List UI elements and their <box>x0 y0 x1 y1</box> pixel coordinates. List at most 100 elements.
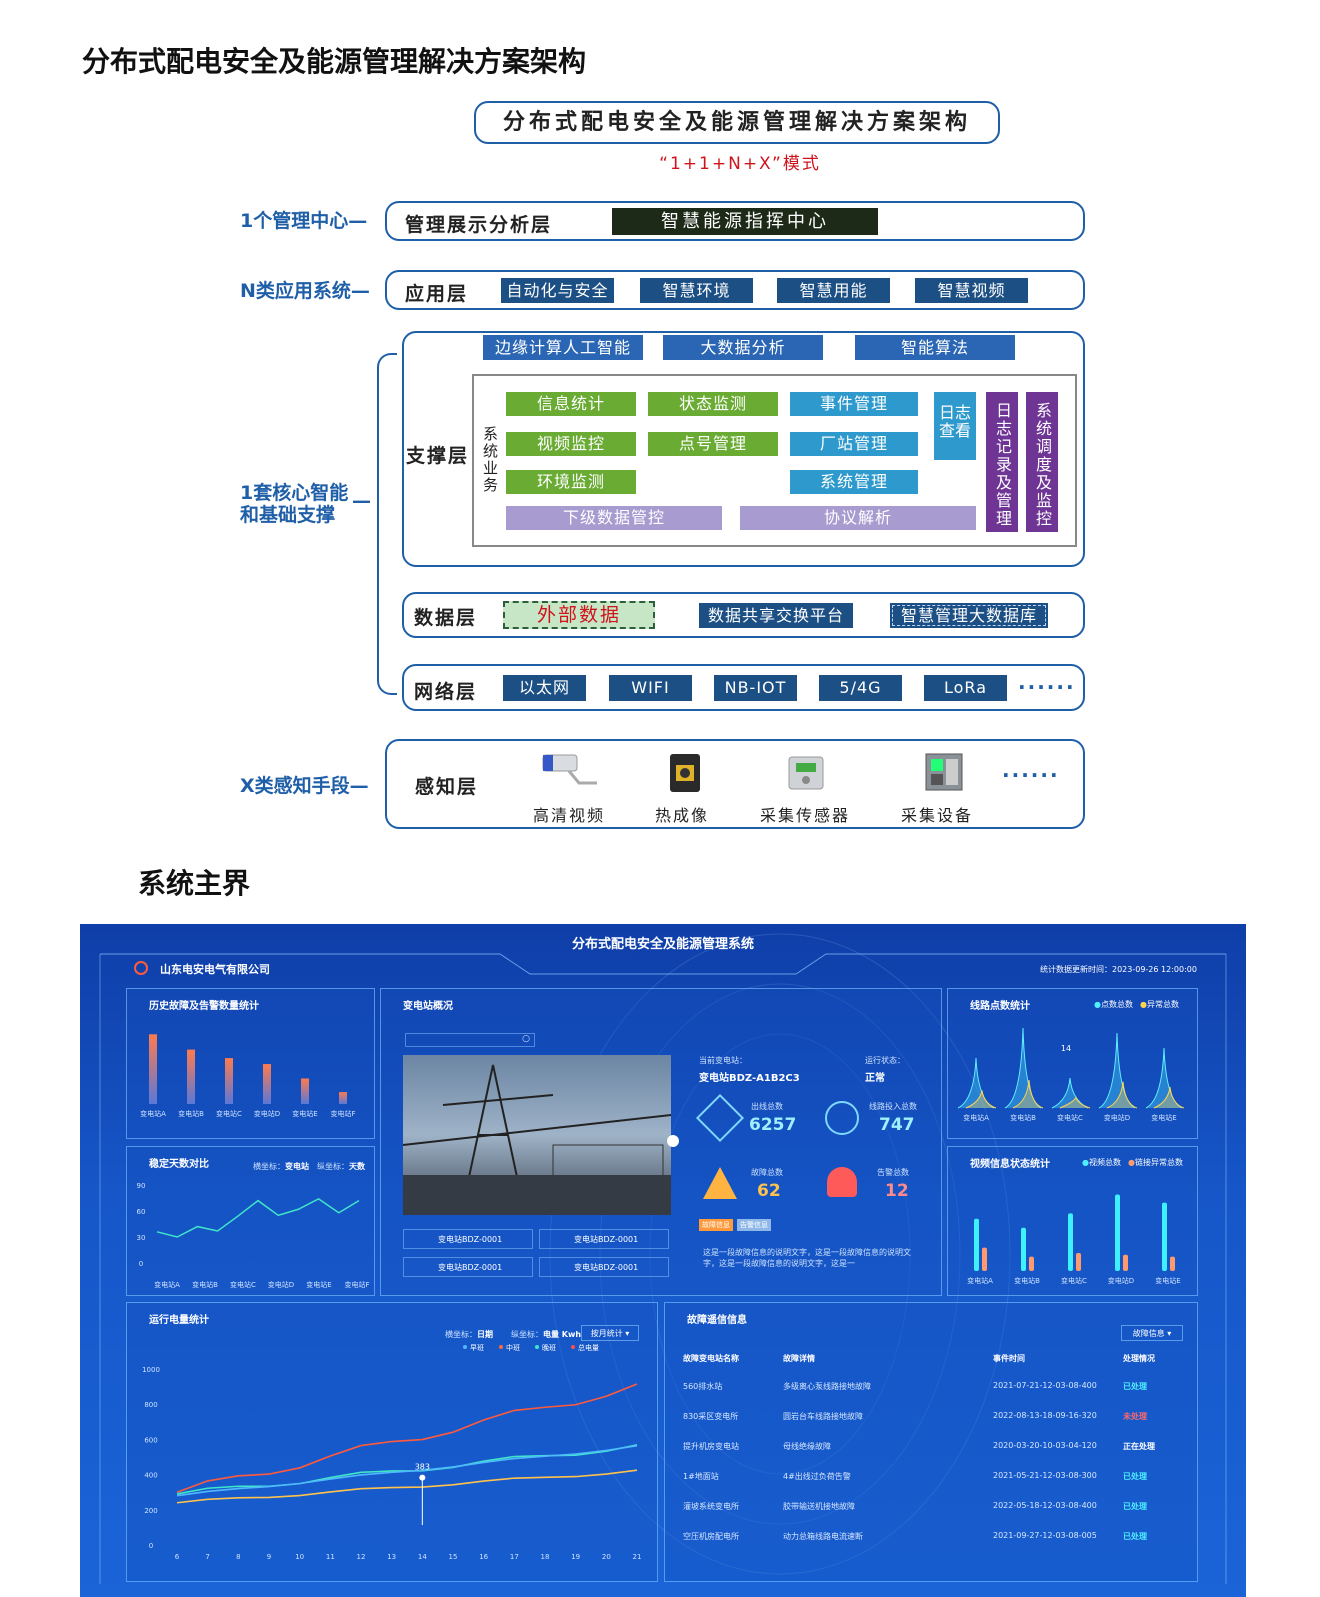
outline-count-icon <box>695 1093 745 1143</box>
company-name: 山东电安电气有限公司 <box>160 963 270 976</box>
stat-value: 747 <box>879 1115 915 1135</box>
command-center-chip: 智慧能源指挥中心 <box>612 208 878 235</box>
tab-fault-info[interactable]: 故障信息 <box>699 1219 733 1231</box>
system-business-box: 系统业务 信息统计 状态监测 视频监控 点号管理 环境监测 事件管理 厂站管理 … <box>472 374 1077 547</box>
station-thumb-label: 变电站BDZ-0001 <box>438 1235 503 1244</box>
x-tick: 变电站C <box>1061 1276 1087 1285</box>
stat-label: 告警总数 <box>877 1168 909 1177</box>
dispatch-chip: 系统调度及监控 <box>1026 392 1058 532</box>
page-heading: 分布式配电安全及能源管理解决方案架构 <box>82 45 587 78</box>
station-thumb[interactable]: 变电站BDZ-0001 <box>539 1257 669 1277</box>
lavender-chip: 下级数据管控 <box>506 506 722 530</box>
panel-title: 稳定天数对比 <box>149 1159 209 1170</box>
core-bracket <box>377 353 397 695</box>
video-total-bar <box>974 1218 979 1271</box>
layer-name: 网络层 <box>414 681 478 703</box>
legend-dot <box>535 1345 539 1349</box>
green-chip: 点号管理 <box>648 432 778 456</box>
stat-period-select[interactable]: 按月统计 ▾ <box>581 1325 639 1341</box>
side-label-sense: X类感知手段— <box>240 775 369 797</box>
table-cell: 2022-08-13-18-09-16-320 <box>993 1411 1097 1420</box>
table-cell: 4#出线过负荷告警 <box>783 1472 851 1481</box>
table-cell: 空压机房配电所 <box>683 1532 739 1541</box>
station-thumb[interactable]: 变电站BDZ-0001 <box>403 1229 533 1249</box>
x-tick: 18 <box>541 1553 550 1561</box>
teal-chip: 系统管理 <box>790 470 918 494</box>
y-tick: 90 <box>137 1182 146 1190</box>
table-cell: 2021-07-21-12-03-08-400 <box>993 1381 1097 1390</box>
video-total-bar <box>1115 1194 1120 1271</box>
side-label-core-2: 和基础支撑 <box>240 504 336 526</box>
y-tick: 200 <box>144 1507 157 1515</box>
table-cell: 已处理 <box>1123 1502 1147 1511</box>
sensing-label: 高清视频 <box>532 806 605 825</box>
table-cell: 560排水站 <box>683 1382 723 1391</box>
diagram-title: 分布式配电安全及能源管理解决方案架构 <box>474 101 1000 144</box>
history-tick: 变电站B <box>178 1109 204 1118</box>
panel-title: 运行电量统计 <box>149 1315 209 1326</box>
x-tick: 变电站B <box>192 1280 218 1289</box>
history-tick: 变电站F <box>330 1109 355 1118</box>
peak-shape <box>1051 1077 1089 1109</box>
y-tick: 400 <box>144 1472 157 1480</box>
green-chip: 状态监测 <box>648 392 778 416</box>
legend-item-label: 点数总数 <box>1100 1000 1133 1009</box>
x-tick: 变电站D <box>268 1280 294 1289</box>
side-label-apps: N类应用系统— <box>240 280 370 302</box>
video-error-bar <box>1170 1256 1175 1271</box>
panel-title: 线路点数统计 <box>970 1001 1030 1012</box>
support-top-chip: 智能算法 <box>855 335 1015 360</box>
side-label-core-dash: — <box>352 490 371 512</box>
alarm-light-icon <box>827 1167 857 1197</box>
station-thumb[interactable]: 变电站BDZ-0001 <box>539 1229 669 1249</box>
legend-y-value: 电量 Kwh <box>543 1330 582 1339</box>
video-error-bar <box>1029 1256 1034 1271</box>
column-header: 处理情况 <box>1123 1354 1155 1363</box>
history-bar <box>263 1064 271 1104</box>
app-chip: 智慧视频 <box>915 278 1028 303</box>
history-bar <box>339 1092 347 1104</box>
legend-x-value: 变电站 <box>285 1162 309 1171</box>
x-tick: 6 <box>175 1553 180 1561</box>
x-tick: 变电站F <box>344 1280 369 1289</box>
more-dots: ······ <box>1002 763 1060 787</box>
history-tick: 变电站C <box>216 1109 242 1118</box>
dashboard-frame-decor <box>99 933 1227 1584</box>
x-tick: 变电站E <box>1155 1276 1180 1285</box>
legend-y-value: 天数 <box>349 1162 365 1171</box>
station-thumb[interactable]: 变电站BDZ-0001 <box>403 1257 533 1277</box>
legend-x-label: 横坐标：日期 <box>445 1329 493 1340</box>
legend-y-key: 纵坐标： <box>511 1330 543 1339</box>
peak-shape-error <box>1153 1086 1185 1109</box>
video-total-bar <box>1068 1213 1073 1271</box>
sensing-label: 热成像 <box>654 806 709 825</box>
x-tick: 变电站C <box>230 1280 256 1289</box>
next-arrow-icon[interactable] <box>667 1135 679 1147</box>
table-cell: 2022-05-18-12-03-08-400 <box>993 1501 1097 1510</box>
station-thumb-label: 变电站BDZ-0001 <box>574 1263 639 1272</box>
history-bar <box>149 1034 157 1104</box>
fault-type-select[interactable]: 故障信息 ▾ <box>1121 1325 1183 1341</box>
network-chip: LoRa <box>924 675 1007 701</box>
station-search-input[interactable]: ○ <box>405 1033 535 1047</box>
panel-overview: 变电站概况 ○ 变电站BDZ-0001 变电站BDZ-0001 变电站BDZ-0… <box>380 988 942 1296</box>
table-cell: 2021-09-27-12-03-08-005 <box>993 1531 1097 1540</box>
sensing-label: 采集设备 <box>900 806 973 825</box>
tab-alarm-info[interactable]: 告警信息 <box>737 1219 771 1231</box>
sensing-label: 采集传感器 <box>759 806 850 825</box>
legend-label: 中班 <box>506 1343 520 1352</box>
current-station: 变电站BDZ-A1B2C3 <box>699 1073 800 1084</box>
app-chip: 自动化与安全 <box>501 278 614 303</box>
y-tick: 0 <box>139 1260 143 1268</box>
system-business-label: 系统业务 <box>481 426 499 494</box>
layer-sensing: 感知层 高清视频 热成像 采集传感器 采集设备 ······ <box>385 739 1085 829</box>
